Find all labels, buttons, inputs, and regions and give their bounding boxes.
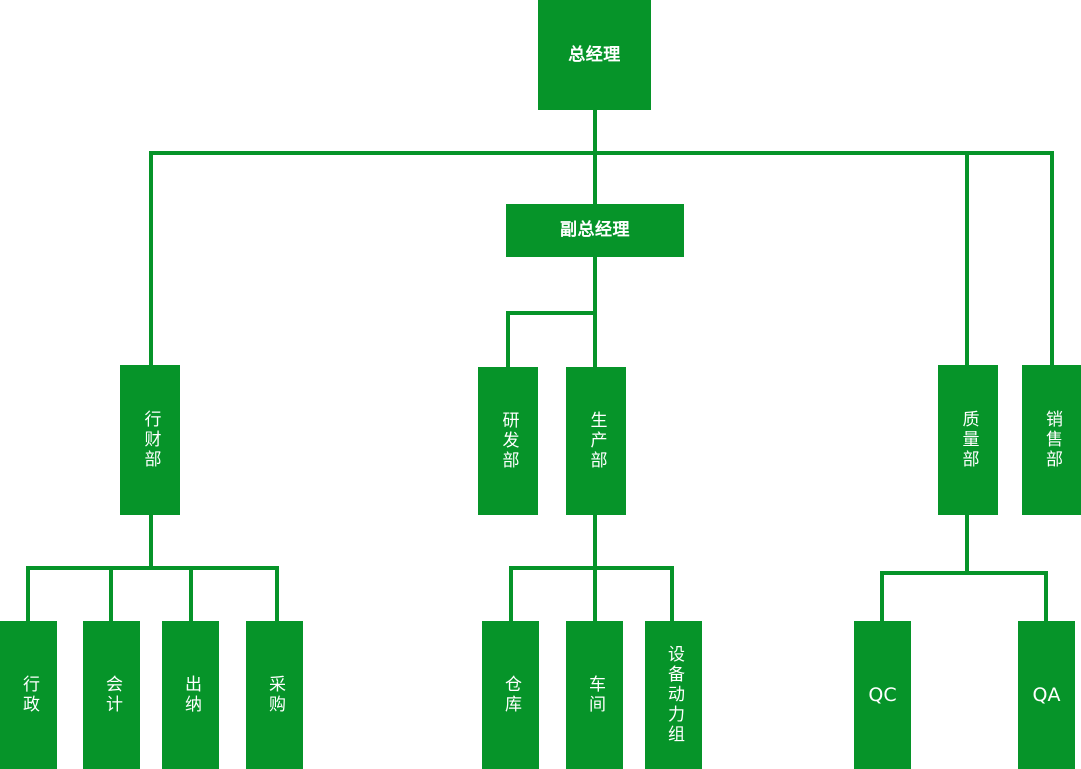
connector-drop-warehouse [509, 566, 513, 621]
node-equipment-power-group[interactable]: 设备动力组 [645, 621, 702, 769]
connector-production-bus [509, 566, 674, 570]
connector-gm-stem [593, 110, 597, 155]
node-label-general-manager: 总经理 [568, 44, 621, 65]
node-purchasing[interactable]: 采购 [246, 621, 303, 769]
connector-drop-quality [965, 151, 969, 367]
node-label-administration: 行政 [19, 675, 39, 715]
node-accounting[interactable]: 会计 [83, 621, 140, 769]
connector-drop-qa [1044, 571, 1048, 621]
node-label-accounting: 会计 [102, 675, 122, 715]
node-rd-dept[interactable]: 研发部 [478, 367, 538, 515]
node-label-qc: QC [868, 683, 897, 706]
connector-drop-cashier [189, 566, 193, 621]
node-general-manager[interactable]: 总经理 [538, 0, 651, 110]
node-label-quality-dept: 质量部 [958, 410, 979, 470]
connector-drop-purchasing [275, 566, 279, 621]
node-label-rd-dept: 研发部 [498, 411, 519, 471]
node-label-qa: QA [1032, 683, 1061, 706]
connector-drop-administration [26, 566, 30, 621]
node-sales-dept[interactable]: 销售部 [1022, 365, 1081, 515]
node-label-equipment-power-group: 设备动力组 [664, 645, 684, 745]
node-label-production-dept: 生产部 [586, 411, 607, 471]
connector-drop-workshop [593, 566, 597, 621]
connector-drop-sales [1050, 151, 1054, 367]
connector-main-bus [149, 151, 1054, 155]
node-label-admin-finance-dept: 行财部 [140, 410, 161, 470]
connector-quality-stem [965, 515, 969, 571]
node-production-dept[interactable]: 生产部 [566, 367, 626, 515]
node-label-warehouse: 仓库 [501, 675, 521, 715]
connector-drop-admin-finance [149, 151, 153, 367]
node-deputy-general-manager[interactable]: 副总经理 [506, 204, 684, 257]
connector-center-spine [593, 151, 597, 367]
node-qa[interactable]: QA [1018, 621, 1075, 769]
connector-drop-equipment-power [670, 566, 674, 621]
connector-production-stem [593, 515, 597, 566]
connector-deputy-branch-bar [506, 311, 597, 315]
node-label-cashier: 出纳 [181, 675, 201, 715]
connector-drop-qc [880, 571, 884, 621]
connector-admin-finance-bus [26, 566, 279, 570]
node-quality-dept[interactable]: 质量部 [938, 365, 998, 515]
node-cashier[interactable]: 出纳 [162, 621, 219, 769]
node-admin-finance-dept[interactable]: 行财部 [120, 365, 180, 515]
connector-drop-accounting [109, 566, 113, 621]
node-label-deputy-general-manager: 副总经理 [560, 220, 630, 241]
node-warehouse[interactable]: 仓库 [482, 621, 539, 769]
node-qc[interactable]: QC [854, 621, 911, 769]
node-label-workshop: 车间 [585, 675, 605, 715]
connector-admin-finance-stem [149, 515, 153, 566]
node-label-purchasing: 采购 [265, 675, 285, 715]
node-administration[interactable]: 行政 [0, 621, 57, 769]
connector-quality-bus [880, 571, 1048, 575]
connector-drop-rd [506, 311, 510, 367]
node-label-sales-dept: 销售部 [1042, 410, 1062, 470]
node-workshop[interactable]: 车间 [566, 621, 623, 769]
